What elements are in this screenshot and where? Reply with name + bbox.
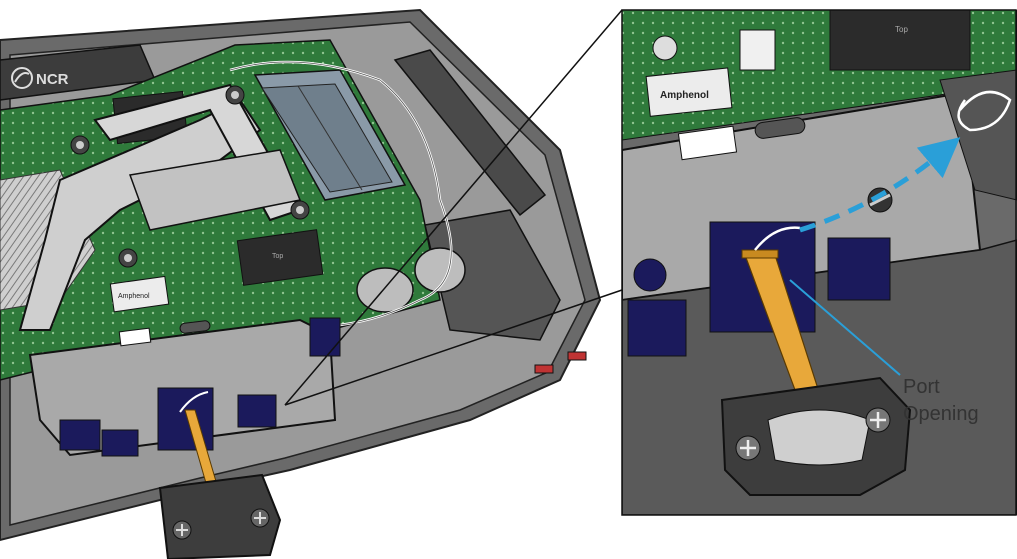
callout-line-bottom [284, 289, 623, 406]
zoom-chip-label: Top [895, 25, 908, 34]
zoom-chip-top [829, 10, 971, 71]
main-view: NCR Top Top Amphenol [0, 8, 602, 559]
zoom-view: Top Amphenol [622, 10, 1017, 515]
zoom-navy-pad-left [627, 299, 687, 357]
ncr-logo-icon [11, 67, 33, 89]
zoom-usb-port [677, 125, 738, 161]
port-callout-leader [789, 279, 901, 376]
side-panel-bottom [424, 209, 561, 341]
side-panel-top [393, 49, 547, 217]
zoom-navy-pad-right [827, 237, 891, 301]
amphenol-connector [109, 275, 170, 313]
heatsink [18, 83, 302, 331]
ncr-logo-text: NCR [36, 71, 69, 88]
port-label-line2: Opening [903, 403, 979, 425]
dashed-arrow [799, 137, 961, 233]
chip-label-2: Top [272, 253, 283, 260]
zoom-frame [621, 9, 1017, 516]
screw-icon [70, 85, 310, 268]
zoom-coiled-wire [957, 90, 1012, 132]
zoom-amphenol-label: Amphenol [660, 90, 709, 101]
amphenol-label: Amphenol [118, 293, 150, 300]
latch-cover [158, 473, 282, 559]
screw-icon [735, 407, 891, 461]
ram-modules [253, 69, 407, 201]
screw-icon [172, 508, 270, 540]
coin-batteries [356, 247, 466, 313]
chip-mid [236, 229, 324, 286]
port-label-line1: Port [903, 376, 940, 398]
usb-port [118, 327, 152, 347]
zoom-amphenol [645, 67, 733, 117]
callout-line-top [284, 9, 623, 406]
